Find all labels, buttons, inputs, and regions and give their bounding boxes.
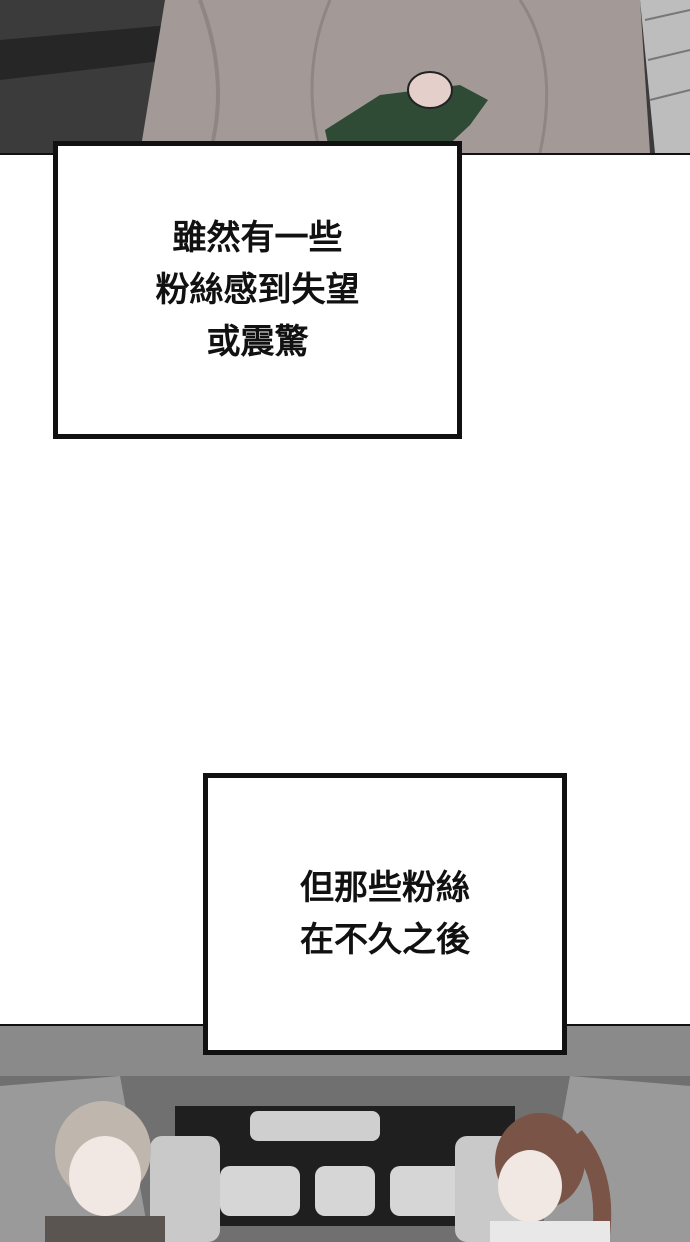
caption-1-line-1: 雖然有一些 [172,218,343,258]
caption-box-1: 雖然有一些 粉絲感到失望 或震驚 [53,141,462,439]
car-interior-art [0,1026,690,1242]
comic-panel-top [0,0,690,155]
caption-2-line-2: 在不久之後 [300,920,470,960]
caption-1-line-2: 粉絲感到失望 [155,270,360,310]
hand-holding-phone-art [0,0,690,153]
caption-2-line-1: 但那些粉絲 [300,868,470,908]
caption-box-2: 但那些粉絲 在不久之後 [203,773,567,1055]
caption-text-1: 雖然有一些 粉絲感到失望 或震驚 [156,212,360,368]
comic-panel-bottom [0,1024,690,1242]
caption-text-2: 但那些粉絲 在不久之後 [300,862,470,966]
caption-1-line-3: 或震驚 [206,322,309,362]
